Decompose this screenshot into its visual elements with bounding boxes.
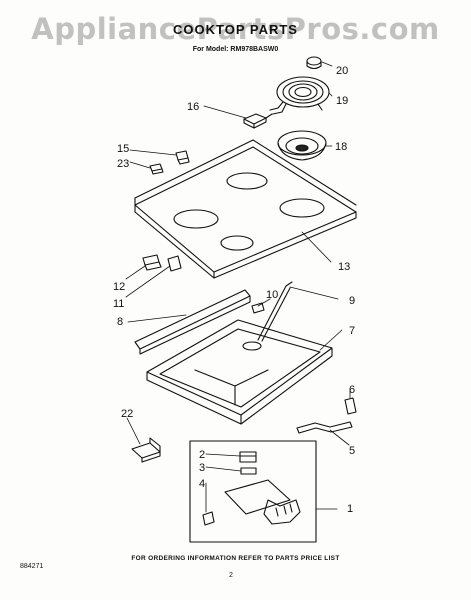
part-11-spacer[interactable] [167, 255, 182, 272]
part-1-wiring-harness[interactable] [224, 479, 301, 525]
leader-lines [125, 61, 351, 513]
part-18-drip-bowl[interactable] [277, 130, 327, 161]
callout-15: 15 [117, 143, 129, 155]
callout-22: 22 [121, 408, 133, 420]
callout-23: 23 [117, 158, 129, 170]
part-23-clip[interactable] [149, 163, 164, 175]
part-19-surface-element[interactable] [269, 76, 330, 115]
callout-18: 18 [335, 141, 347, 153]
callout-8: 8 [117, 316, 123, 328]
part-5-strap[interactable] [296, 421, 353, 434]
page-number: 2 [229, 572, 233, 579]
callout-11: 11 [113, 298, 124, 310]
callout-13: 13 [338, 261, 350, 273]
part-13-cooktop[interactable] [134, 139, 357, 279]
part-1-switch-assembly-box[interactable] [189, 440, 317, 543]
watermark: AppliancePartsPros.com [31, 12, 440, 46]
part-8-rear-panel[interactable] [134, 289, 251, 355]
part-4-insulator[interactable] [202, 511, 215, 526]
callout-19: 19 [336, 95, 348, 107]
part-12-bracket[interactable] [142, 254, 162, 271]
callout-numbers: 20 19 16 18 15 23 13 12 10 9 11 8 7 6 22… [113, 65, 355, 515]
exploded-parts-diagram: 20 19 16 18 15 23 13 12 10 9 11 8 7 6 22… [113, 56, 357, 543]
document-number: 884271 [20, 563, 44, 570]
callout-9: 9 [349, 295, 355, 307]
model-subtitle: For Model: RM978BASW0 [192, 46, 279, 53]
callout-1: 1 [347, 503, 353, 515]
part-22-angle-bracket[interactable] [131, 437, 161, 463]
part-15-clip[interactable] [175, 150, 190, 165]
part-6-clip[interactable] [344, 397, 357, 415]
part-3-bracket[interactable] [240, 467, 257, 475]
callout-10: 10 [266, 289, 278, 301]
part-7-burner-box[interactable] [146, 319, 333, 425]
part-16-terminal-block[interactable] [243, 113, 273, 129]
callout-5: 5 [349, 445, 355, 457]
part-2-switch[interactable] [239, 451, 257, 463]
callout-3: 3 [199, 462, 205, 474]
callout-12: 12 [113, 281, 125, 293]
page-title: COOKTOP PARTS [173, 22, 298, 37]
callout-7: 7 [349, 325, 355, 337]
ordering-info-note: FOR ORDERING INFORMATION REFER TO PARTS … [131, 555, 340, 562]
part-9-support-rod[interactable] [257, 281, 293, 342]
part-20-cap[interactable] [306, 56, 322, 70]
callout-2: 2 [199, 449, 205, 461]
callout-20: 20 [336, 65, 348, 77]
callout-6: 6 [349, 384, 355, 396]
callout-16: 16 [187, 101, 199, 113]
callout-4: 4 [199, 478, 205, 490]
part-10-clip[interactable] [251, 302, 265, 314]
